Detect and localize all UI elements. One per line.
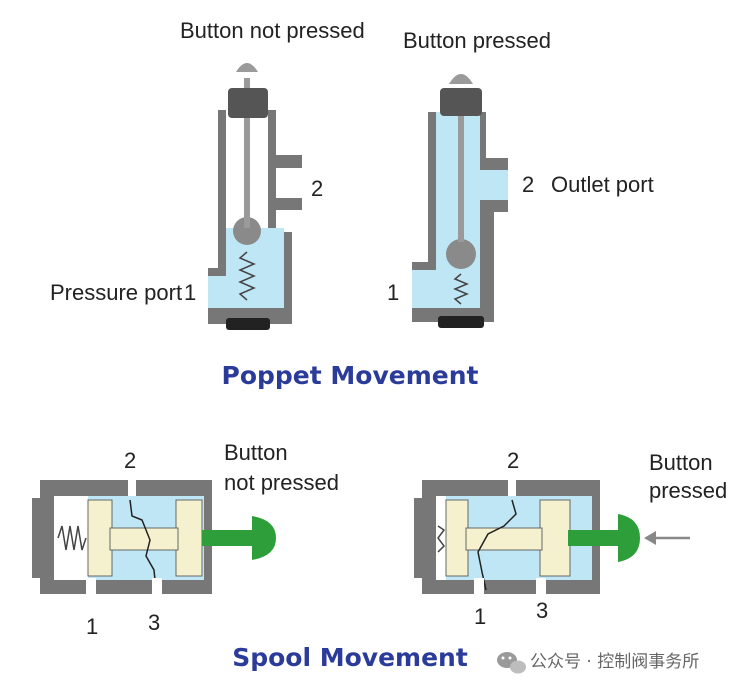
spool-right-button-label-2: pressed [649, 478, 727, 503]
spool-left-land-2 [175, 499, 203, 577]
poppet-right-ball [446, 239, 476, 269]
poppet-right-outlet-fluid [478, 170, 508, 200]
poppet-right-valve [412, 74, 508, 328]
poppet-right-button-head [449, 74, 473, 84]
poppet-left-ball [233, 217, 261, 245]
spool-right-button-label-1: Button [649, 450, 713, 475]
wechat-icon [497, 652, 526, 674]
spool-right-port1: 1 [474, 604, 486, 629]
spool-left-button [252, 516, 276, 560]
poppet-caption: Poppet Movement [222, 361, 479, 390]
spool-right-port2: 2 [507, 448, 519, 473]
outlet-port-label: Outlet port [551, 172, 654, 197]
spool-right-spring-chamber [436, 496, 446, 580]
spool-left-port1-gap [86, 578, 96, 596]
spool-right-port3: 3 [536, 598, 548, 623]
spool-right-button [618, 514, 640, 562]
poppet-right-base [438, 316, 484, 328]
poppet-right-cap [440, 88, 482, 116]
spool-right-port2-gap [508, 478, 516, 504]
spool-left-valve [32, 478, 276, 596]
spool-right-spring [437, 525, 446, 553]
poppet-left-base [226, 318, 270, 330]
spool-right-flow-path [477, 499, 517, 591]
watermark-text: 公众号 · 控制阀事务所 [530, 652, 699, 672]
poppet-left-spring [238, 251, 256, 301]
spool-left-end-cap [32, 498, 42, 578]
spool-left-port3-gap [152, 578, 162, 596]
spool-right-land-1 [445, 499, 469, 577]
poppet-right-inlet-fluid [412, 270, 438, 308]
spool-right-port3-gap [536, 578, 546, 596]
poppet-right-stem [458, 92, 464, 242]
spool-left-button-label-1: Button [224, 440, 288, 465]
poppet-left-title: Button not pressed [180, 18, 365, 43]
spool-right-land-2 [539, 499, 571, 577]
poppet-right-port1: 1 [387, 280, 399, 305]
poppet-right-spring [453, 273, 469, 305]
press-arrow-icon [644, 531, 656, 545]
poppet-left-port1: 1 [184, 280, 196, 305]
poppet-left-inlet-fluid [208, 276, 228, 308]
poppet-left-port2: 2 [311, 176, 323, 201]
spool-left-spring-chamber [54, 496, 88, 580]
spool-left-plunger [202, 530, 258, 546]
poppet-left-stem [244, 78, 250, 228]
spool-right-end-cap [414, 498, 424, 578]
spool-left-flow-path [129, 499, 157, 591]
poppet-left-valve [208, 63, 302, 330]
spool-left-port2: 2 [124, 448, 136, 473]
spool-left-port1: 1 [86, 614, 98, 639]
spool-left-port2-gap [128, 478, 136, 504]
spool-left-port3: 3 [148, 610, 160, 635]
poppet-left-button-head [236, 63, 258, 72]
spool-left-spring [57, 525, 87, 551]
spool-right-shaft [465, 527, 543, 551]
spool-caption: Spool Movement [232, 643, 468, 672]
spool-left-land-1 [87, 499, 113, 577]
poppet-left-cap [228, 88, 268, 118]
spool-right-port1-gap [474, 578, 484, 596]
spool-left-shaft [109, 527, 179, 551]
pressure-port-label: Pressure port [50, 280, 182, 305]
poppet-right-port2: 2 [522, 172, 534, 197]
spool-left-button-label-2: not pressed [224, 470, 339, 495]
spool-right-valve [414, 478, 690, 596]
poppet-right-title: Button pressed [403, 28, 551, 53]
spool-right-plunger [568, 530, 622, 546]
